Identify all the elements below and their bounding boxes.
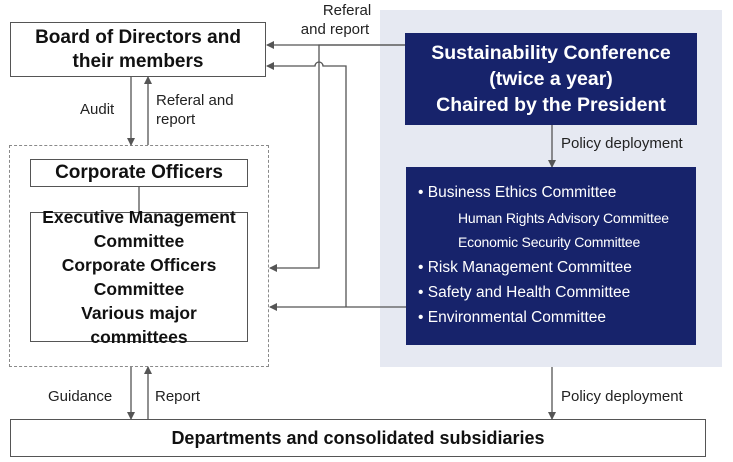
corporate-officers-title-box: Corporate Officers [30, 159, 248, 187]
committee-item-label: Risk Management Committee [427, 259, 632, 276]
policy-deployment-label-2: Policy deployment [561, 388, 683, 405]
board-line-2: their members [72, 50, 204, 72]
committee-item: • Environmental Committee [418, 309, 607, 326]
referal-top-line-2: and report [300, 21, 370, 38]
committee-item-label: Safety and Health Committee [427, 284, 631, 301]
report-label: Report [155, 388, 201, 405]
board-of-directors-box: Board of Directors and their members [10, 22, 266, 77]
policy-deployment-label-1: Policy deployment [561, 135, 683, 152]
referal-label-top: Referal and report [280, 1, 390, 39]
arrow-conference-to-officers [269, 44, 405, 272]
audit-label: Audit [80, 101, 115, 118]
referal-top-line-1: Referal [322, 2, 372, 19]
officers-line-2: Committee [93, 231, 185, 251]
committee-item-label: Environmental Committee [427, 309, 607, 326]
subcommittee-item: Economic Security Committee [458, 234, 640, 250]
committee-item: • Risk Management Committee [418, 259, 632, 276]
referal-label-mid: Referal and report [156, 91, 234, 129]
sustainability-conference-box: Sustainability Conference (twice a year)… [405, 33, 697, 125]
board-line-1: Board of Directors and [35, 26, 241, 48]
committee-item: • Business Ethics Committee [418, 184, 617, 201]
conference-line-2: (twice a year) [489, 68, 613, 90]
conference-line-3: Chaired by the President [436, 94, 666, 116]
officers-line-5: Various major committees [81, 303, 197, 347]
departments-label: Departments and consolidated subsidiarie… [171, 427, 545, 448]
subcommittee-item-label: Economic Security Committee [458, 234, 641, 250]
guidance-label: Guidance [48, 388, 113, 405]
corporate-officers-title: Corporate Officers [55, 162, 223, 183]
officers-line-1: Executive Management [42, 207, 236, 227]
officers-line-3: Corporate Officers [61, 255, 217, 275]
arrow-committees-to-board [266, 61, 347, 307]
officers-line-4: Committee [93, 279, 185, 299]
corporate-officers-group [9, 145, 269, 367]
committee-item: • Safety and Health Committee [418, 284, 631, 301]
conference-line-1: Sustainability Conference [431, 42, 671, 64]
referal-mid-line-2: report [156, 111, 196, 128]
departments-box: Departments and consolidated subsidiarie… [10, 419, 706, 457]
committees-box: • Business Ethics Committee Human Rights… [406, 167, 696, 345]
executive-committees-box: Executive Management Committee Corporate… [30, 207, 248, 347]
subcommittee-item: Human Rights Advisory Committee [458, 210, 669, 226]
subcommittee-item-label: Human Rights Advisory Committee [458, 210, 669, 226]
committee-item-label: Business Ethics Committee [427, 184, 617, 201]
referal-mid-line-1: Referal and [156, 92, 234, 109]
